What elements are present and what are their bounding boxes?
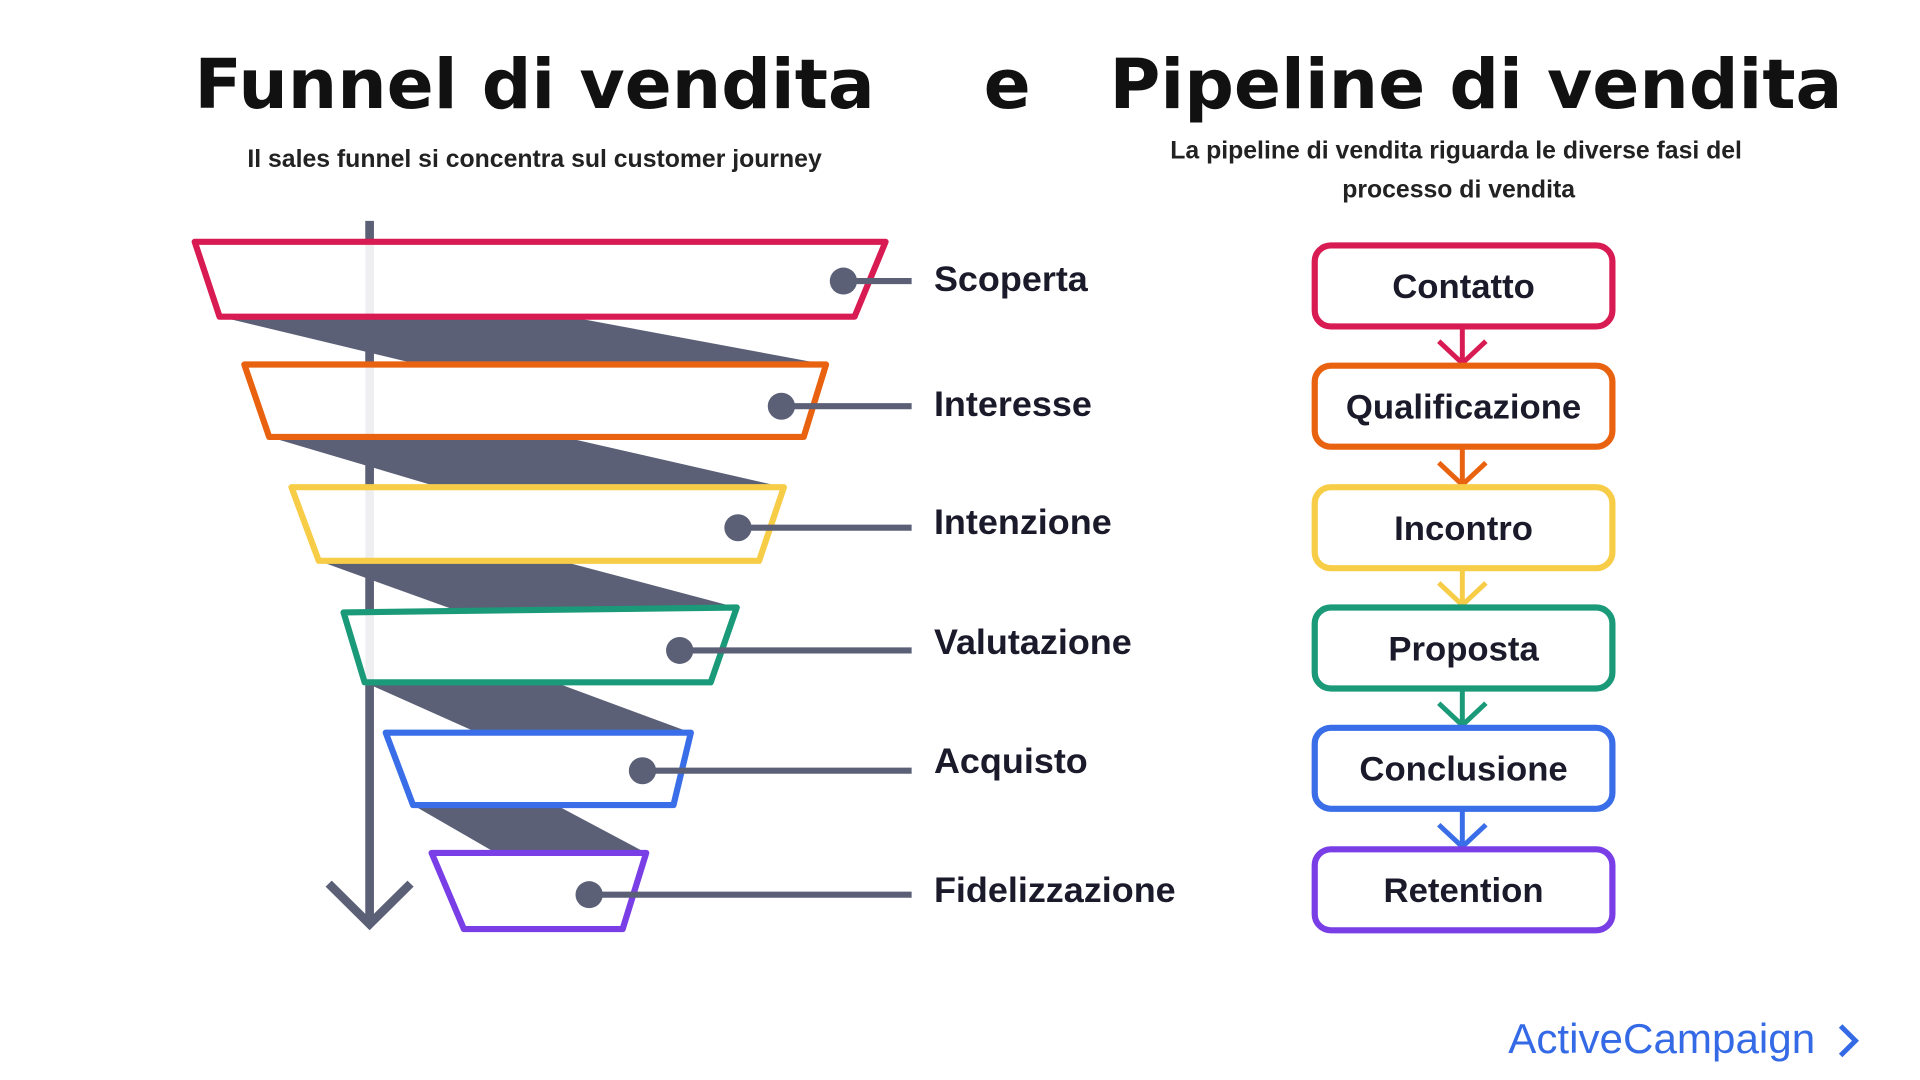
- connector-e: e: [984, 45, 1031, 125]
- funnel-stage-label: Intenzione: [934, 502, 1112, 542]
- pipeline-step-label: Qualificazione: [1346, 389, 1581, 427]
- funnel-stage-label: Interesse: [934, 384, 1092, 424]
- pipeline-subtitle-line1: La pipeline di vendita riguarda le diver…: [1170, 137, 1742, 164]
- pipeline-step-label: Proposta: [1388, 630, 1539, 668]
- funnel-stage-label: Valutazione: [934, 622, 1132, 662]
- leader-dot: [767, 392, 796, 420]
- sales-funnel: ScopertaInteresseIntenzioneValutazioneAc…: [191, 220, 1176, 933]
- funnel-band: [269, 436, 784, 488]
- funnel-stage-5: [382, 729, 694, 809]
- funnel-band: [318, 560, 737, 613]
- pipeline-step-box: [1311, 846, 1616, 934]
- pipeline-step-label: Conclusione: [1359, 751, 1567, 789]
- pipeline-step-label: Incontro: [1394, 510, 1533, 548]
- leader-dot: [829, 267, 858, 295]
- brand-chevron-icon: [1838, 1024, 1860, 1058]
- pipeline-step-label: Contatto: [1392, 268, 1535, 306]
- leader-dot: [575, 881, 603, 909]
- brand-logo: ActiveCampaign: [1508, 1015, 1815, 1062]
- funnel-stage-6: [428, 849, 650, 933]
- leader-dot: [666, 636, 694, 664]
- funnel-stage-4: [340, 604, 740, 686]
- pipeline-step-label: Retention: [1384, 872, 1544, 910]
- pipeline-title: Pipeline di vendita: [1110, 45, 1843, 125]
- funnel-stage-2: [241, 361, 830, 440]
- funnel-stage-label: Scoperta: [934, 259, 1089, 299]
- funnel-stage-label: Fidelizzazione: [934, 870, 1176, 910]
- funnel-band: [364, 682, 691, 733]
- funnel-title: Funnel di vendita: [194, 45, 874, 125]
- funnel-band: [413, 805, 647, 853]
- funnel-band: [219, 316, 827, 365]
- funnel-stage-1: [191, 238, 889, 320]
- pipeline-subtitle-line2: processo di vendita: [1342, 177, 1575, 204]
- arrow-down-icon: [325, 880, 414, 931]
- funnel-stage-3: [288, 484, 787, 564]
- leader-dot: [724, 514, 752, 542]
- sales-pipeline: ContattoQualificazioneIncontroPropostaCo…: [1311, 242, 1616, 934]
- leader-dot: [628, 757, 657, 785]
- funnel-subtitle: Il sales funnel si concentra sul custome…: [247, 146, 822, 173]
- funnel-stage-label: Acquisto: [934, 741, 1088, 781]
